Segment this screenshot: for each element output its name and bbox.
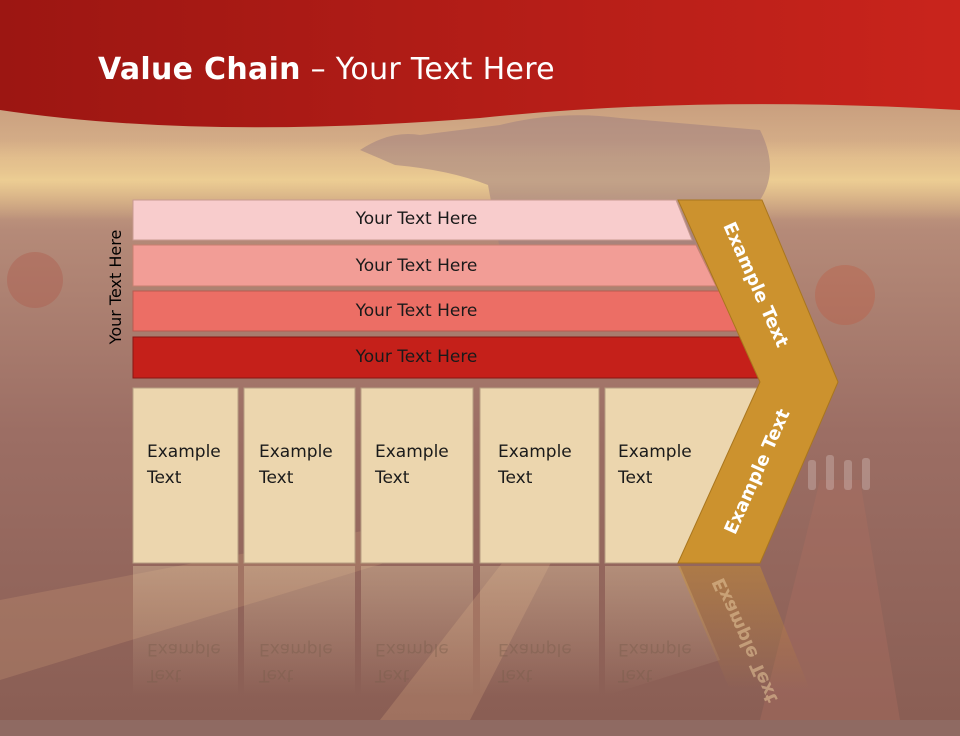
column-5-line2: Text (618, 468, 653, 488)
column-1-refl-line1: Example (147, 639, 221, 659)
column-5-reflection-text: Text Example (618, 636, 692, 688)
column-2-line1: Example (259, 442, 333, 462)
column-5-reflection (605, 566, 720, 696)
column-2-refl-line1: Example (259, 639, 333, 659)
column-2-refl-line2: Text (259, 665, 294, 685)
value-chain-diagram (132, 199, 839, 696)
band-2-label: Your Text Here (355, 256, 478, 276)
column-3-refl-line2: Text (375, 665, 410, 685)
column-5-line1: Example (618, 442, 692, 462)
column-3-line1: Example (375, 442, 449, 462)
column-3-refl-line1: Example (375, 639, 449, 659)
column-2-reflection-text: Text Example (259, 636, 333, 688)
column-4-shape (479, 387, 600, 564)
column-3-reflection (361, 566, 473, 696)
title-rest: – Your Text Here (300, 52, 555, 87)
title-bold: Value Chain (98, 52, 301, 87)
column-1-line2: Text (147, 468, 182, 488)
column-1-shape (132, 387, 239, 564)
column-4-refl-line1: Example (498, 639, 572, 659)
band-1-label: Your Text Here (355, 209, 478, 229)
band-2-shape (132, 244, 717, 287)
column-1-line1: Example (147, 442, 221, 462)
column-4-line2: Text (498, 468, 533, 488)
chevron-reflection (678, 566, 810, 690)
column-2-reflection (244, 566, 355, 696)
column-4-refl-line2: Text (498, 665, 533, 685)
column-2-shape (243, 387, 356, 564)
column-1-reflection-text: Text Example (147, 636, 221, 688)
column-5-refl-line2: Text (618, 665, 653, 685)
column-3-line2: Text (375, 468, 410, 488)
column-1-refl-line2: Text (147, 665, 182, 685)
band-4-label: Your Text Here (355, 347, 478, 367)
band-3-label: Your Text Here (355, 301, 478, 321)
column-4-line1: Example (498, 442, 572, 462)
column-1-reflection (133, 566, 238, 696)
column-4-reflection (480, 566, 599, 696)
column-3-shape (360, 387, 474, 564)
band-1-shape (132, 199, 693, 241)
chevron-shape (677, 199, 839, 564)
column-2-line2: Text (259, 468, 294, 488)
slide-title: Value Chain – Your Text Here (98, 52, 555, 87)
side-label: Your Text Here (106, 229, 125, 345)
column-4-reflection-text: Text Example (498, 636, 572, 688)
column-3-reflection-text: Text Example (375, 636, 449, 688)
column-5-refl-line1: Example (618, 639, 692, 659)
